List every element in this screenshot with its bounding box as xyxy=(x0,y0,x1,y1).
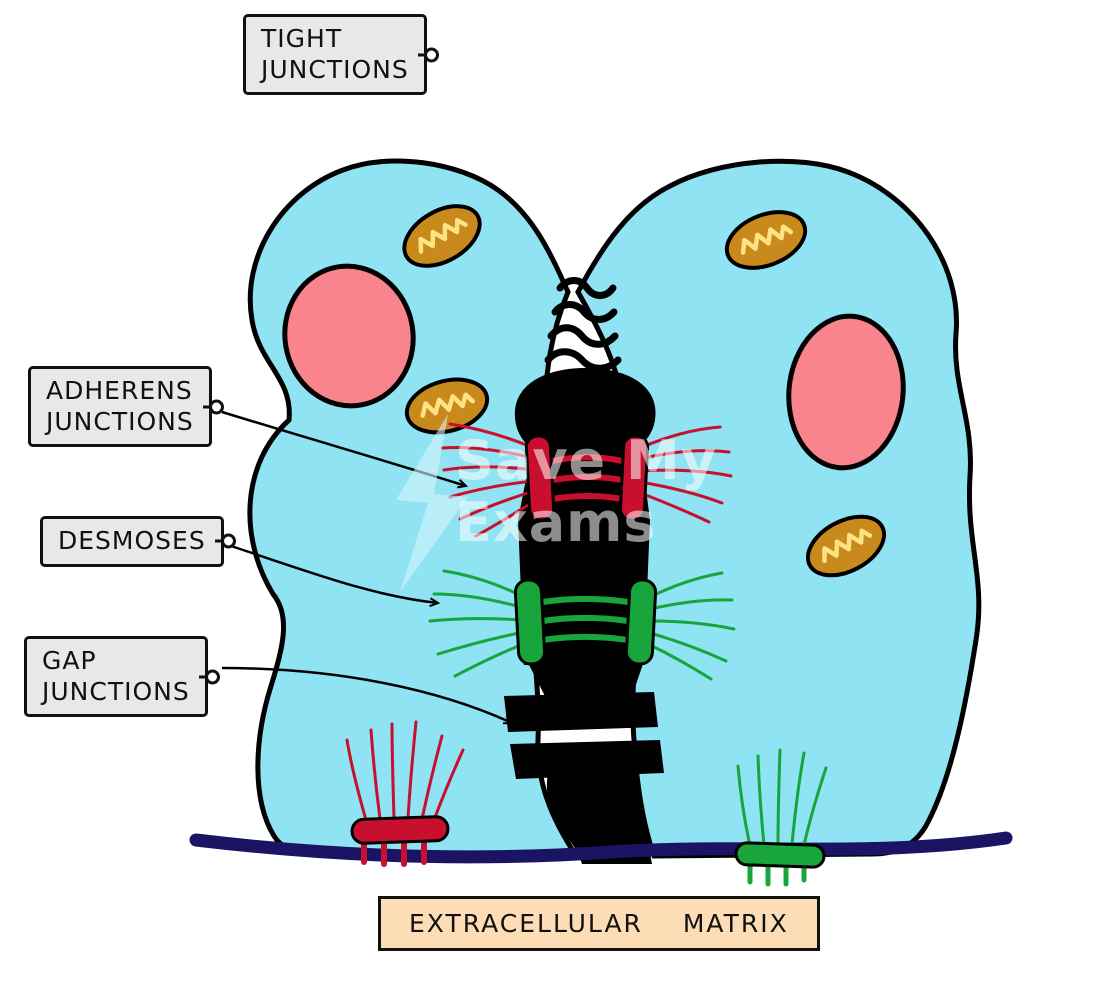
desmoses-text: DESMOSES xyxy=(58,526,206,555)
extracellular-matrix-line xyxy=(189,831,1013,864)
left-nucleus xyxy=(282,263,416,409)
desmoses-arrow xyxy=(227,543,441,608)
tag-pin-icon xyxy=(417,47,439,62)
mitochondrion xyxy=(724,210,808,270)
label-gap-junctions: GAP JUNCTIONS xyxy=(24,636,220,717)
gap-junction xyxy=(510,740,664,779)
tag-pin-icon xyxy=(198,669,220,684)
gap-junctions-text: GAP JUNCTIONS xyxy=(42,646,190,706)
tag-pin-icon xyxy=(214,533,236,549)
gap-arrow xyxy=(221,666,515,725)
label-tight-junctions: TIGHT JUNCTIONS xyxy=(243,14,439,95)
label-extracellular-matrix: EXTRACELLULAR MATRIX xyxy=(378,896,820,951)
tag-pin-icon xyxy=(202,399,224,414)
right-nucleus xyxy=(786,313,906,471)
label-desmoses: DESMOSES xyxy=(40,516,236,567)
gap-junction xyxy=(504,692,658,732)
desmosome-junction xyxy=(428,569,736,681)
adherens-junctions-text: ADHERENS JUNCTIONS xyxy=(46,376,194,436)
mitochondrion xyxy=(402,204,482,268)
adherens-arrow xyxy=(221,410,469,489)
hemidesmosome-red xyxy=(345,720,465,867)
watermark-bolt-icon xyxy=(396,414,468,592)
label-adherens-junctions: ADHERENS JUNCTIONS xyxy=(28,366,224,447)
mitochondrion xyxy=(404,377,490,435)
mitochondrion xyxy=(805,514,887,578)
adherens-junction xyxy=(440,422,733,538)
focal-adhesion-green xyxy=(734,748,828,887)
tight-junctions-text: TIGHT JUNCTIONS xyxy=(261,24,409,84)
tight-junction xyxy=(544,277,622,372)
pointer-arrows xyxy=(221,410,515,725)
